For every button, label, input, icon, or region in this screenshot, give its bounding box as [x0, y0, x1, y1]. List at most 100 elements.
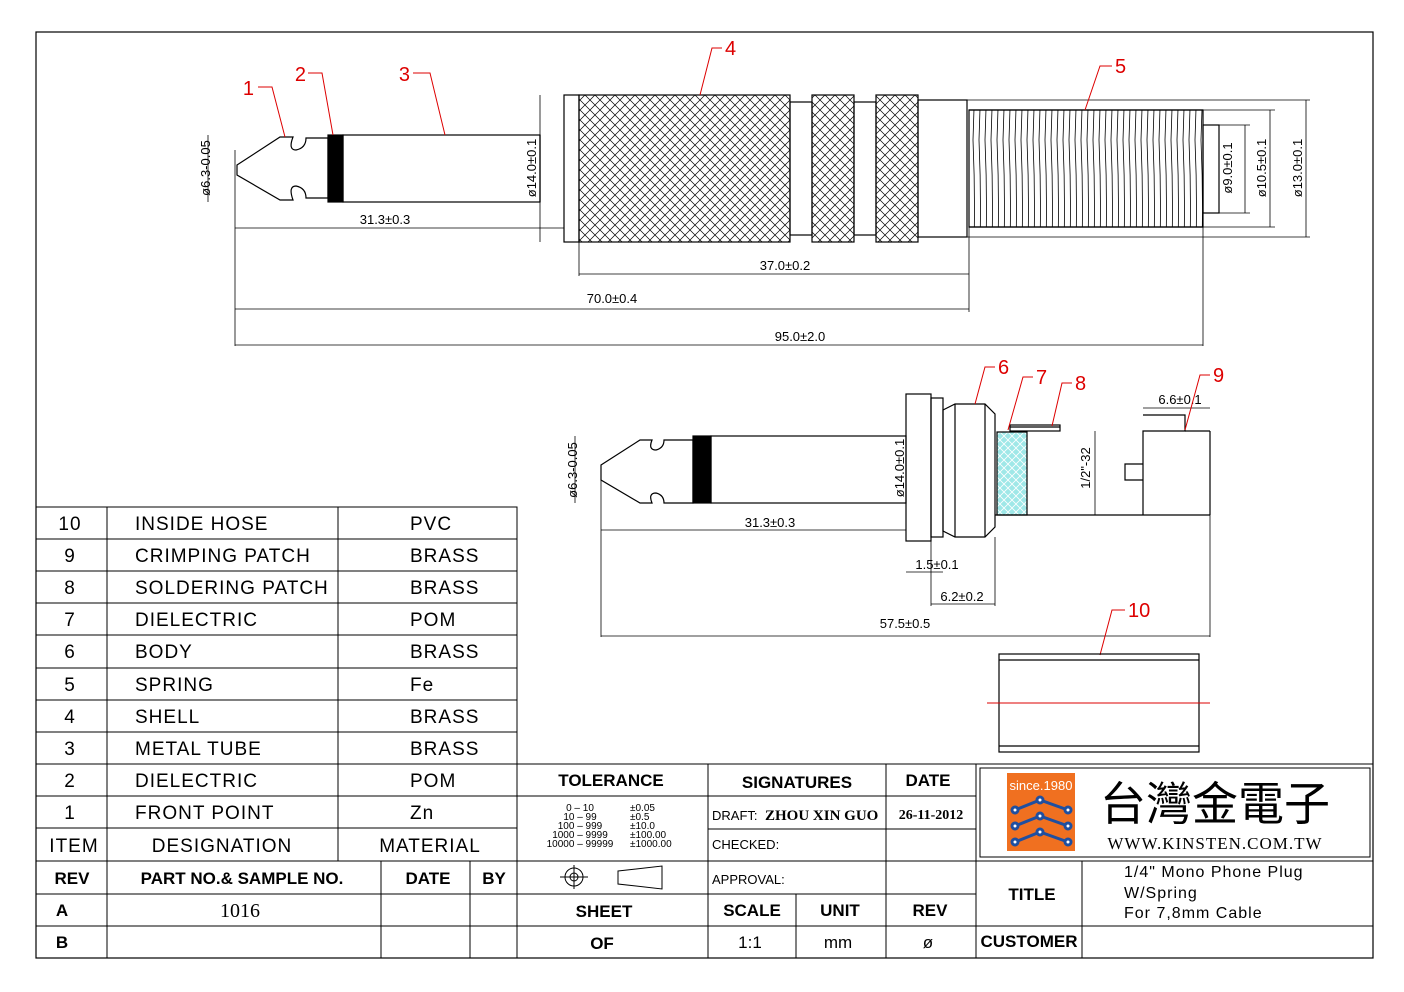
company-name: 台灣金電子: [1100, 777, 1330, 831]
tolerance-value: ±100.00: [630, 830, 667, 841]
unit-value: mm: [824, 933, 852, 952]
tolerance-range: 100 – 999: [558, 821, 603, 832]
tolerance-value: ±1000.00: [630, 839, 672, 850]
bom-material: BRASS: [410, 578, 479, 599]
dim-37: 37.0±0.2: [760, 258, 811, 273]
draft-date: 26-11-2012: [899, 808, 964, 823]
bom-material: POM: [410, 610, 456, 631]
bom-rows: 10 INSIDE HOSE PVC 9 CRIMPING PATCH BRAS…: [49, 514, 481, 857]
bom-designation: INSIDE HOSE: [135, 514, 268, 535]
tolerance-value: ±0.05: [630, 803, 655, 814]
front-point-2: [600, 439, 694, 504]
dim-dia-14: ø14.0±0.1: [524, 139, 539, 197]
callout-9: 9: [1213, 365, 1224, 387]
scale-label: SCALE: [723, 901, 781, 920]
bom-designation: METAL TUBE: [135, 739, 262, 760]
callout-8: 8: [1075, 373, 1086, 395]
bom-designation: FRONT POINT: [135, 803, 274, 824]
bom-item: 5: [64, 675, 76, 696]
front-point: [236, 136, 329, 201]
company-url: WWW.KINSTEN.COM.TW: [1107, 834, 1322, 853]
bom-material: BRASS: [410, 739, 479, 760]
bom-header-item: ITEM: [49, 836, 98, 857]
rev-header-rev: REV: [55, 869, 91, 888]
tolerance-title: TOLERANCE: [558, 771, 663, 790]
rev-value: ø: [923, 933, 933, 952]
inside-hose: [987, 653, 1210, 753]
section-plug-view: [600, 393, 1211, 542]
dim-dia-14-b: ø14.0±0.1: [892, 439, 907, 497]
main-plug-view: [236, 94, 1220, 243]
callout-1: 1: [243, 78, 254, 100]
bom-item: 4: [64, 707, 76, 728]
callout-2: 2: [295, 64, 306, 86]
callout-7: 7: [1036, 367, 1047, 389]
tolerance-range: 10000 – 99999: [547, 839, 614, 850]
dim-6-2: 6.2±0.2: [940, 589, 983, 604]
callout-6: 6: [998, 357, 1009, 379]
bom-material: PVC: [410, 514, 452, 535]
sheet-label: SHEET: [576, 902, 633, 921]
date-title: DATE: [905, 771, 950, 790]
dim-95: 95.0±2.0: [775, 329, 826, 344]
bom-material: BRASS: [410, 707, 479, 728]
dim-tip-dia-b: ø6.3-0.05: [565, 442, 580, 498]
customer-label: CUSTOMER: [981, 932, 1078, 951]
title-label: TITLE: [1008, 885, 1055, 904]
shell-knurl-1: [578, 94, 791, 243]
bom-item: 2: [64, 771, 76, 792]
bom-designation: SOLDERING PATCH: [135, 578, 329, 599]
tolerance-list: 0 – 10 ±0.05 10 – 99 ±0.5 100 – 999 ±10.…: [547, 803, 672, 850]
bom-item: 6: [64, 642, 76, 663]
draft-name: ZHOU XIN GUO: [765, 808, 878, 824]
title-line-2: W/Spring: [1124, 885, 1198, 902]
bom-designation: BODY: [135, 642, 193, 663]
bom-material: Fe: [410, 675, 434, 696]
bom-designation: SPRING: [135, 675, 214, 696]
bom-item: 3: [64, 739, 76, 760]
title-block-grid: [516, 763, 1374, 959]
approval-label: APPROVAL:: [712, 872, 785, 887]
company-since: since.1980: [1010, 778, 1073, 793]
scale-value: 1:1: [738, 933, 762, 952]
rev-label: REV: [913, 901, 949, 920]
bom-designation: SHELL: [135, 707, 200, 728]
tolerance-value: ±0.5: [630, 812, 650, 823]
projection-symbol-icon: [560, 865, 663, 890]
callout-10: 10: [1128, 600, 1150, 622]
dim-tip-dia: ø6.3-0.05: [198, 140, 213, 196]
rev-row-rev: A: [56, 901, 68, 920]
dim-dia-9: ø9.0±0.1: [1220, 142, 1235, 193]
unit-label: UNIT: [820, 901, 860, 920]
bom-material: BRASS: [410, 546, 479, 567]
dim-6-6: 6.6±0.1: [1158, 392, 1201, 407]
rev-header-part: PART NO.& SAMPLE NO.: [141, 869, 344, 888]
bom-designation: DIELECTRIC: [135, 771, 258, 792]
dim-31-3-b: 31.3±0.3: [745, 515, 796, 530]
bom-header-material: MATERIAL: [379, 836, 481, 857]
dim-31-3: 31.3±0.3: [360, 212, 411, 227]
rev-row-rev: B: [56, 933, 68, 952]
dim-1-5: 1.5±0.1: [915, 557, 958, 572]
rev-header-by: BY: [482, 869, 506, 888]
company-logo: since.1980 台灣金電子 WWW.KINSTEN.COM.TW: [979, 767, 1371, 858]
flange: [563, 94, 580, 243]
shell-knurl-3: [875, 94, 919, 243]
draft-label: DRAFT:: [712, 808, 758, 823]
bom-item: 8: [64, 578, 76, 599]
rev-header-date: DATE: [405, 869, 450, 888]
tolerance-range: 10 – 99: [563, 812, 597, 823]
callout-5: 5: [1115, 56, 1126, 78]
checked-label: CHECKED:: [712, 837, 779, 852]
rev-row-part: 1016: [220, 900, 260, 922]
bom-item: 7: [64, 610, 76, 631]
dim-dia-10-5: ø10.5±0.1: [1254, 139, 1269, 197]
bom-item: 9: [64, 546, 76, 567]
metal-tube: [342, 134, 541, 203]
bom-material: BRASS: [410, 642, 479, 663]
dim-57-5: 57.5±0.5: [880, 616, 931, 631]
signatures-title: SIGNATURES: [742, 773, 852, 792]
bom-material: Zn: [410, 803, 434, 824]
tolerance-range: 0 – 10: [566, 803, 594, 814]
